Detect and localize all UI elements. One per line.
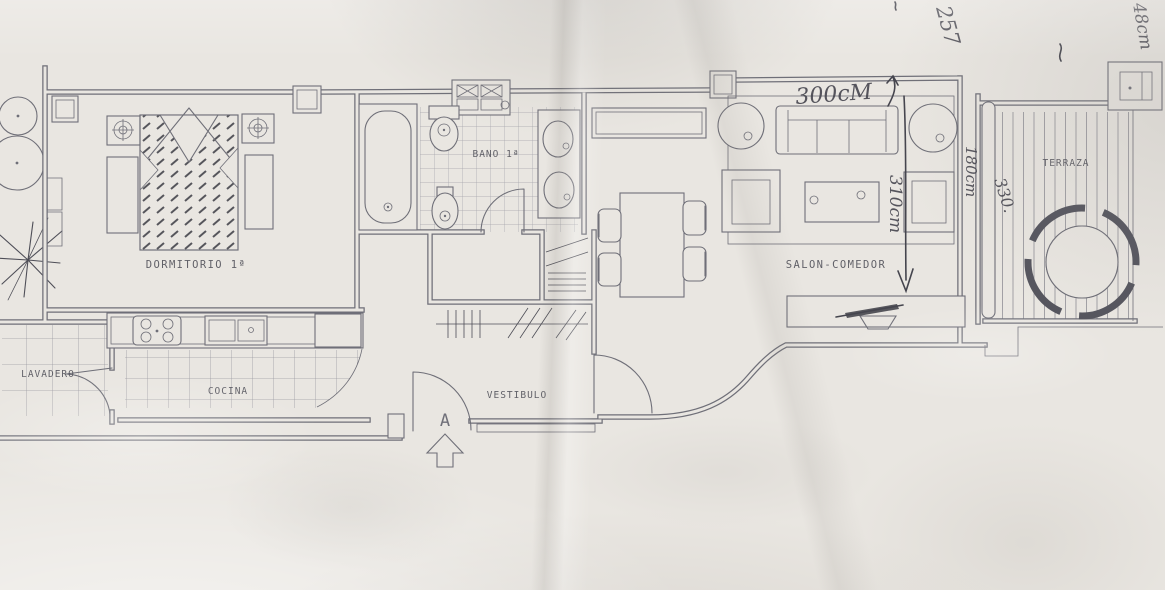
sideboard bbox=[591, 107, 707, 139]
threshold bbox=[476, 423, 596, 433]
entrance-letter: A bbox=[440, 411, 450, 431]
pillar bbox=[51, 70, 737, 123]
bedside-rug bbox=[244, 154, 274, 230]
bedside-rug bbox=[106, 156, 139, 234]
tv-console bbox=[786, 295, 966, 330]
ceiling-light-symbol bbox=[106, 115, 141, 146]
structure-steps bbox=[46, 110, 1163, 357]
terrace: TERRAZA bbox=[1024, 158, 1140, 320]
sofa bbox=[775, 105, 899, 155]
entrance-step bbox=[387, 413, 405, 439]
pencil-squiggle bbox=[894, 1, 1063, 62]
entrance-door bbox=[412, 371, 472, 432]
kitchen: COCINA bbox=[106, 312, 364, 397]
room-label-terraza: TERRAZA bbox=[1042, 158, 1089, 169]
terrace-chairs bbox=[1024, 204, 1140, 320]
terrace-pillar bbox=[1107, 61, 1163, 111]
kitchen-tile-floor bbox=[125, 350, 362, 408]
annotation-corner-a: 257 bbox=[931, 2, 965, 49]
palm-plant-icon bbox=[0, 217, 63, 301]
tree-icon bbox=[0, 135, 45, 191]
doors bbox=[65, 101, 996, 432]
stove bbox=[132, 315, 182, 346]
bidet bbox=[431, 186, 459, 230]
annotation-arrow-down bbox=[897, 95, 914, 294]
dining-chair bbox=[597, 200, 707, 287]
annotation-corner-b: 48cm bbox=[1128, 0, 1156, 51]
tv-icon bbox=[859, 315, 897, 330]
bedroom: DORMITORIO 1ª bbox=[106, 107, 275, 271]
room-label-dormitorio: DORMITORIO 1ª bbox=[146, 259, 246, 271]
fridge bbox=[314, 313, 362, 348]
walls bbox=[0, 61, 1163, 441]
annotation-salon-width: 300cM bbox=[795, 80, 874, 110]
side-table bbox=[908, 103, 958, 153]
utility-cabinet bbox=[451, 79, 511, 116]
laundry-door bbox=[65, 367, 113, 415]
dining-table bbox=[619, 192, 685, 298]
annotation-arrow-up bbox=[886, 74, 899, 107]
double-sink-counter bbox=[537, 109, 581, 219]
annotation-terraza-gap: 180cm bbox=[962, 146, 980, 197]
bathroom-door bbox=[480, 188, 525, 233]
living-room: SALON-COMEDOR bbox=[717, 95, 966, 330]
tree-center-dot bbox=[15, 161, 19, 165]
room-label-lavadero: LAVADERO bbox=[21, 369, 75, 380]
bathroom: BAÑO 1ª bbox=[358, 79, 581, 231]
tree-center-dot bbox=[16, 114, 20, 118]
room-label-cocina: COCINA bbox=[208, 386, 248, 397]
kitchen-floor-edge bbox=[316, 348, 363, 408]
exterior-garden bbox=[0, 96, 63, 301]
entrance-arrow-icon bbox=[425, 433, 465, 468]
room-label-salon: SALON-COMEDOR bbox=[786, 259, 886, 271]
toilet bbox=[428, 105, 460, 152]
room-label-bano: BAÑO 1ª bbox=[472, 149, 519, 160]
terrace-sliding-door bbox=[981, 101, 996, 319]
hall-door bbox=[593, 354, 653, 414]
side-table bbox=[717, 102, 765, 150]
hall-closet bbox=[436, 237, 589, 341]
vestibule: VESTIBULO A bbox=[425, 390, 596, 468]
annotation-salon-depth: 310cm bbox=[885, 175, 905, 233]
bed bbox=[139, 107, 239, 251]
armchair bbox=[721, 169, 955, 233]
dining-area bbox=[591, 107, 707, 298]
bathtub bbox=[358, 103, 418, 231]
wall-core bbox=[0, 66, 1137, 440]
kitchen-sink bbox=[204, 315, 268, 346]
coffee-table bbox=[804, 181, 880, 223]
room-label-vestibulo: VESTIBULO bbox=[487, 390, 547, 401]
laundry: LAVADERO bbox=[21, 369, 75, 380]
tree-icon bbox=[0, 96, 38, 136]
